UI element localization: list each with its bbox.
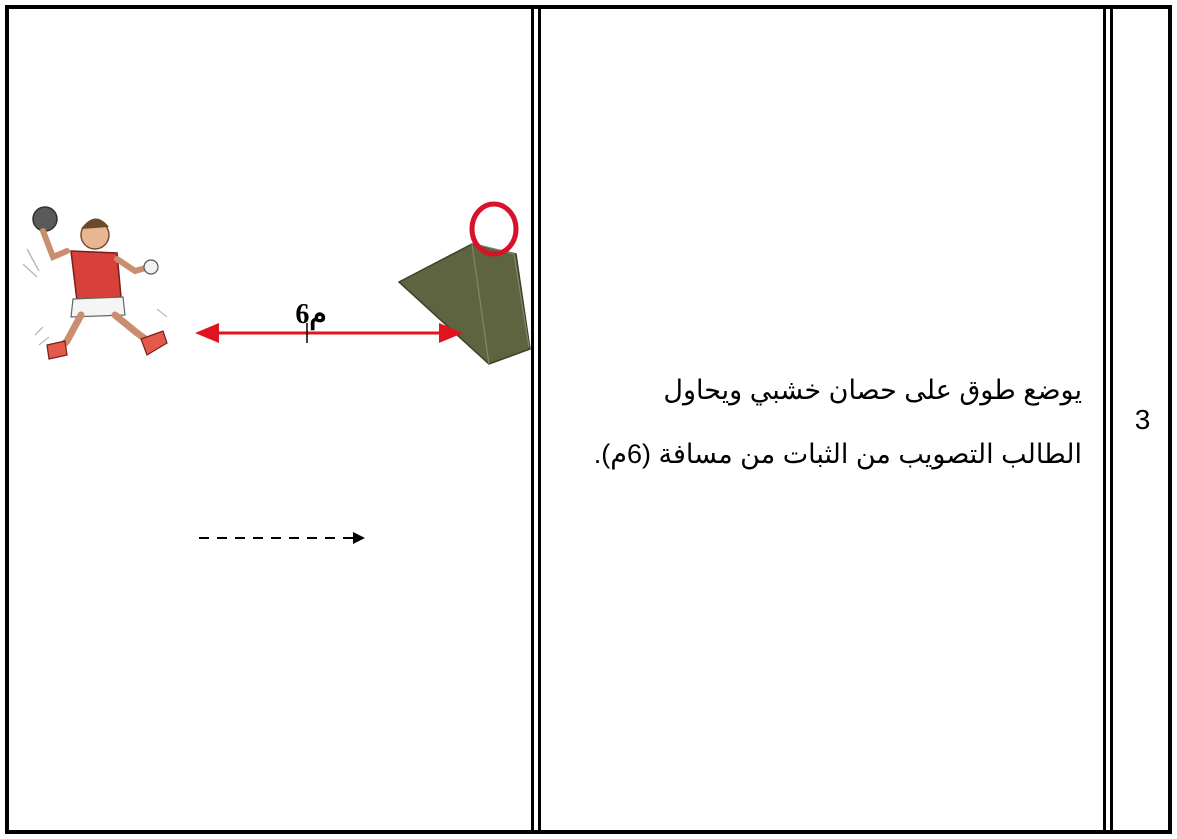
- column-divider-right: [1103, 9, 1113, 830]
- column-divider-left: [531, 9, 541, 830]
- vaulting-box-group: [397, 201, 531, 365]
- illustration-cell: 6م: [9, 9, 531, 830]
- row-number: 3: [1134, 403, 1151, 435]
- hoop-ring-icon: [469, 201, 519, 257]
- distance-label: 6م: [295, 299, 326, 331]
- description-line-1: يوضع طوق على حصان خشبي ويحاول: [663, 374, 1082, 405]
- wooden-vaulting-box-icon: [397, 243, 531, 365]
- handball-player-icon: [22, 206, 168, 360]
- exercise-diagram: 6م: [22, 201, 531, 544]
- exercise-table: 6م يوضع طوق على حصان خشبي ويحاول الطالب …: [5, 5, 1172, 834]
- description-line-2: الطالب التصويب من الثبات من مسافة (6م).: [593, 438, 1082, 469]
- description-cell: يوضع طوق على حصان خشبي ويحاول الطالب الت…: [541, 9, 1103, 830]
- distance-arrow: [195, 323, 463, 343]
- exercise-description: يوضع طوق على حصان خشبي ويحاول الطالب الت…: [562, 358, 1082, 486]
- dashed-arrow-icon: [199, 532, 365, 544]
- row-number-cell: 3: [1113, 9, 1172, 830]
